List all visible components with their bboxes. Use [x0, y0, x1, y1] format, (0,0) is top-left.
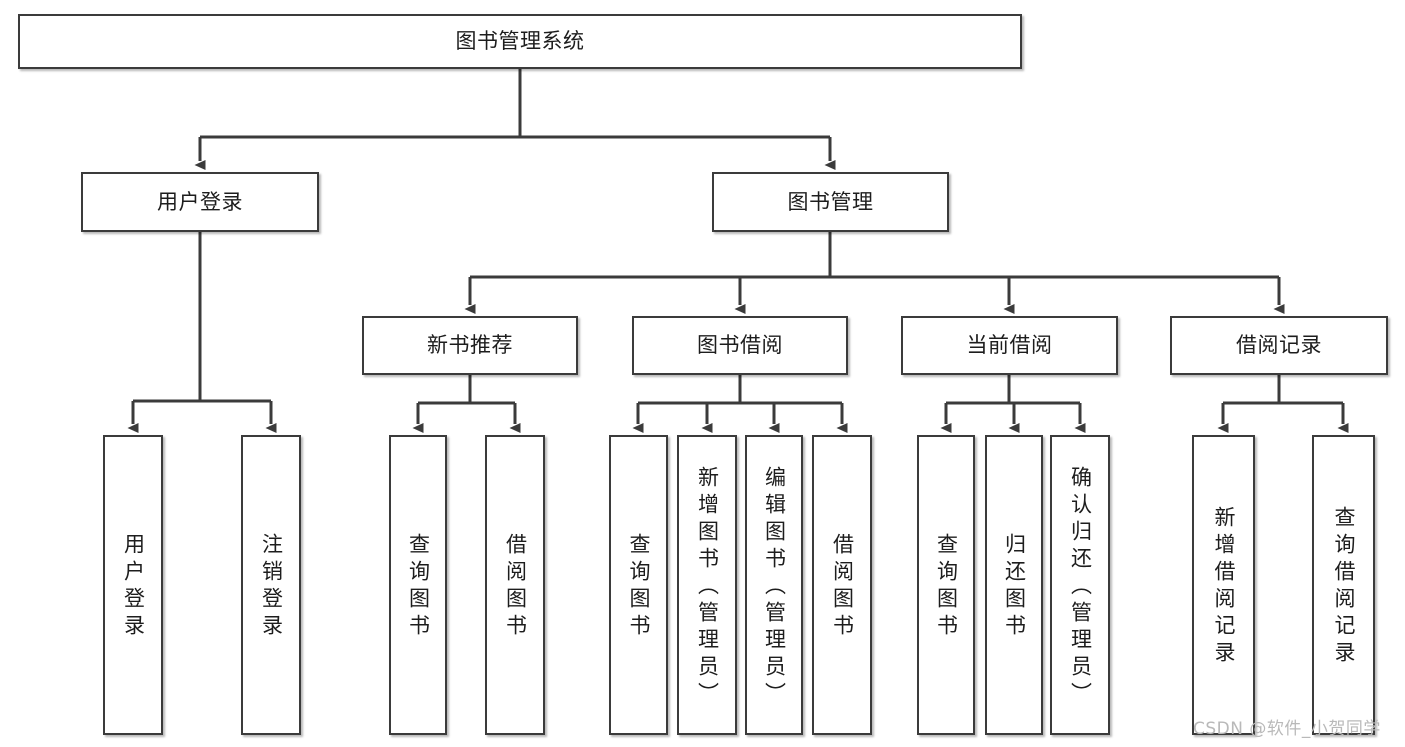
node-leaf-query-book-rec[interactable]: 查询图书: [389, 435, 447, 735]
node-label: 图书借阅: [697, 333, 783, 358]
node-leaf-borrow-book-rec[interactable]: 借阅图书: [485, 435, 545, 735]
node-label: 新增借阅记录: [1212, 506, 1236, 668]
node-leaf-logout[interactable]: 注销登录: [241, 435, 301, 735]
node-label: 查询图书: [627, 533, 651, 641]
node-label: 当前借阅: [966, 333, 1053, 358]
node-leaf-add-record[interactable]: 新增借阅记录: [1192, 435, 1255, 735]
node-leaf-user-login[interactable]: 用户登录: [103, 435, 163, 735]
node-borrow-record[interactable]: 借阅记录: [1170, 316, 1388, 375]
node-label: 图书管理: [787, 189, 874, 214]
node-label: 借阅记录: [1236, 333, 1322, 358]
watermark-text: CSDN @软件_小贺同学: [1193, 719, 1381, 739]
node-label: 用户登录: [121, 533, 146, 641]
node-label: 新书推荐: [427, 333, 513, 358]
node-label: 归还图书: [1002, 533, 1027, 641]
node-label: 注销登录: [259, 533, 284, 641]
node-label: 编辑图书（管理员）: [762, 465, 787, 709]
node-label: 查询图书: [934, 533, 959, 641]
node-label: 借阅图书: [503, 533, 528, 641]
node-leaf-query-record[interactable]: 查询借阅记录: [1312, 435, 1375, 735]
node-new-book-recommend[interactable]: 新书推荐: [362, 316, 578, 375]
node-leaf-return-book[interactable]: 归还图书: [985, 435, 1043, 735]
node-label: 查询图书: [406, 533, 431, 641]
node-leaf-borrow-book[interactable]: 借阅图书: [812, 435, 872, 735]
node-current-borrow[interactable]: 当前借阅: [901, 316, 1118, 375]
node-user-login[interactable]: 用户登录: [81, 172, 319, 232]
node-leaf-query-book-borrow[interactable]: 查询图书: [609, 435, 668, 735]
node-leaf-edit-book[interactable]: 编辑图书（管理员）: [745, 435, 803, 735]
node-label: 新增图书（管理员）: [695, 465, 720, 709]
node-leaf-add-book[interactable]: 新增图书（管理员）: [677, 435, 737, 735]
node-leaf-query-book-current[interactable]: 查询图书: [917, 435, 975, 735]
node-label: 图书管理系统: [455, 29, 585, 54]
node-label: 查询借阅记录: [1332, 506, 1356, 668]
node-root-system[interactable]: 图书管理系统: [18, 14, 1022, 69]
node-label: 借阅图书: [830, 533, 855, 641]
node-book-manage[interactable]: 图书管理: [712, 172, 949, 232]
node-label: 确认归还（管理员）: [1068, 465, 1093, 709]
node-label: 用户登录: [157, 189, 243, 214]
node-leaf-confirm-return[interactable]: 确认归还（管理员）: [1050, 435, 1110, 735]
node-book-borrow[interactable]: 图书借阅: [632, 316, 848, 375]
